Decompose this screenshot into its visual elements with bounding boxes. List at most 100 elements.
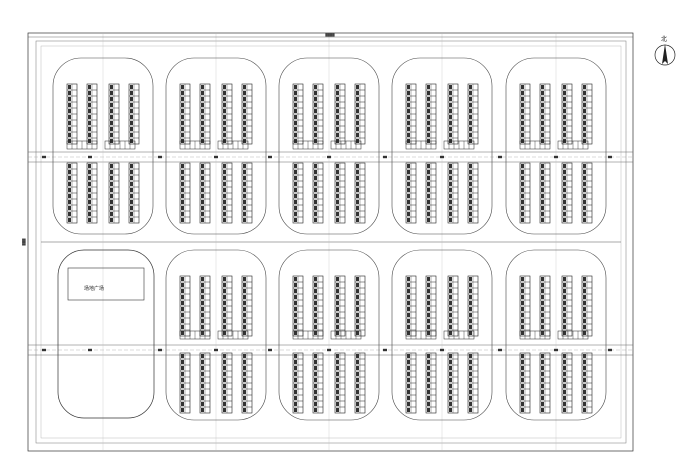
service-block: [179, 140, 211, 150]
building-block: [447, 275, 459, 337]
building-clusters: [52, 57, 607, 421]
building-block: [221, 275, 233, 337]
building-block: [581, 162, 593, 224]
building-block: [292, 275, 304, 337]
survey-marker: [268, 155, 272, 159]
building-block: [66, 162, 78, 224]
building-block: [354, 275, 366, 337]
building-block: [354, 83, 366, 145]
service-block: [179, 330, 211, 340]
building-block: [561, 83, 573, 145]
residential-cluster: [278, 249, 380, 421]
building-block: [467, 352, 479, 414]
residential-cluster: [505, 249, 607, 421]
survey-marker: [214, 348, 218, 352]
building-block: [179, 162, 191, 224]
building-block: [405, 275, 417, 337]
site-width-dimension: ████: [324, 33, 335, 37]
building-block: [334, 352, 346, 414]
plaza-outline: [57, 249, 155, 419]
building-block: [447, 162, 459, 224]
service-block: [443, 330, 475, 340]
residential-cluster: [52, 57, 154, 235]
service-block: [217, 140, 249, 150]
building-block: [561, 275, 573, 337]
building-block: [221, 162, 233, 224]
building-block: [179, 352, 191, 414]
survey-marker: [158, 348, 162, 352]
service-block: [330, 140, 362, 150]
service-block: [104, 140, 136, 150]
building-block: [241, 352, 253, 414]
building-block: [199, 275, 211, 337]
cluster-outline: [505, 57, 607, 235]
building-block: [354, 352, 366, 414]
building-block: [128, 162, 140, 224]
inner-boundary: [35, 40, 627, 444]
service-block: [66, 140, 98, 150]
building-block: [561, 162, 573, 224]
survey-markers: [42, 155, 612, 352]
cluster-outline: [165, 57, 267, 235]
survey-marker: [383, 348, 387, 352]
cluster-outline: [391, 57, 493, 235]
building-block: [519, 275, 531, 337]
building-block: [467, 275, 479, 337]
building-block: [66, 83, 78, 145]
service-block: [330, 330, 362, 340]
residential-cluster: [391, 57, 493, 235]
survey-marker: [327, 348, 331, 352]
building-block: [425, 83, 437, 145]
building-block: [519, 162, 531, 224]
building-block: [221, 83, 233, 145]
service-block: [405, 140, 437, 150]
site-height-dimension: ███: [22, 238, 26, 247]
building-block: [581, 275, 593, 337]
service-block: [519, 140, 551, 150]
building-block: [199, 352, 211, 414]
cluster-outline: [165, 249, 267, 421]
building-block: [425, 275, 437, 337]
survey-marker: [268, 348, 272, 352]
plaza-pavilion: [67, 267, 145, 301]
building-block: [447, 352, 459, 414]
building-block: [179, 275, 191, 337]
building-block: [467, 83, 479, 145]
building-block: [539, 352, 551, 414]
service-block: [443, 140, 475, 150]
building-block: [539, 83, 551, 145]
building-block: [312, 275, 324, 337]
building-block: [405, 83, 417, 145]
building-block: [199, 83, 211, 145]
survey-marker: [440, 348, 444, 352]
building-block: [86, 83, 98, 145]
building-block: [519, 352, 531, 414]
building-block: [312, 352, 324, 414]
building-block: [108, 83, 120, 145]
survey-marker: [383, 155, 387, 159]
building-block: [221, 352, 233, 414]
building-block: [292, 162, 304, 224]
plaza-label: 场地广场: [84, 285, 104, 292]
building-block: [108, 162, 120, 224]
building-block: [292, 352, 304, 414]
building-block: [425, 352, 437, 414]
building-block: [354, 162, 366, 224]
building-block: [241, 275, 253, 337]
cluster-outline: [52, 57, 154, 235]
survey-marker: [498, 155, 502, 159]
service-block: [405, 330, 437, 340]
service-block: [519, 330, 551, 340]
building-block: [447, 83, 459, 145]
building-block: [467, 162, 479, 224]
service-block: [557, 140, 589, 150]
survey-marker: [158, 155, 162, 159]
building-block: [241, 83, 253, 145]
survey-marker: [608, 348, 612, 352]
building-block: [128, 83, 140, 145]
outer-boundary: [27, 32, 634, 452]
building-block: [425, 162, 437, 224]
north-arrow-icon: 北: [654, 35, 676, 66]
building-block: [241, 162, 253, 224]
